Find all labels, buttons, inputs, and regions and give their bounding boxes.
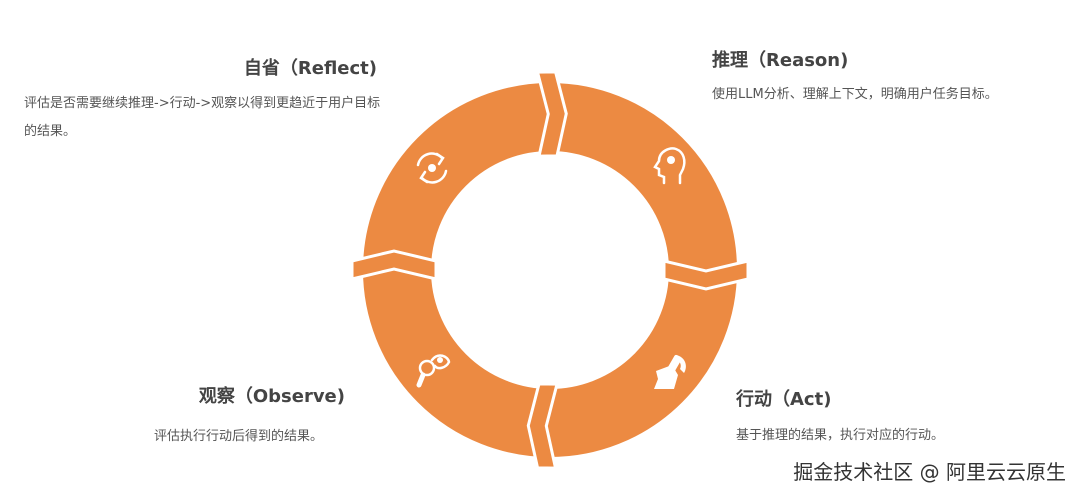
act-desc: 基于推理的结果，执行对应的行动。 xyxy=(736,428,945,443)
reason-title: 推理（Reason) xyxy=(712,50,849,71)
act-title: 行动（Act) xyxy=(736,389,832,410)
watermark: 掘金技术社区 @ 阿里云云原生 xyxy=(793,460,1066,484)
connector-top xyxy=(535,70,568,158)
reflect-title: 自省（Reflect) xyxy=(243,58,377,79)
observe-title: 观察（Observe) xyxy=(198,386,345,407)
observe-desc: 评估执行行动后得到的结果。 xyxy=(154,429,324,444)
connector-left xyxy=(350,249,438,281)
head-gear-icon xyxy=(653,147,686,185)
reason-desc: 使用LLM分析、理解上下文，明确用户任务目标。 xyxy=(712,87,998,102)
hand-hammer-icon xyxy=(654,354,686,389)
magnifier-eye-icon xyxy=(416,354,451,388)
reflect-desc: 评估是否需要继续推理->行动->观察以得到更趋近于用户目标的结果。 xyxy=(24,96,381,139)
connector-right xyxy=(662,259,750,291)
refresh-cycle-icon xyxy=(416,152,448,184)
connector-bottom xyxy=(526,382,559,470)
